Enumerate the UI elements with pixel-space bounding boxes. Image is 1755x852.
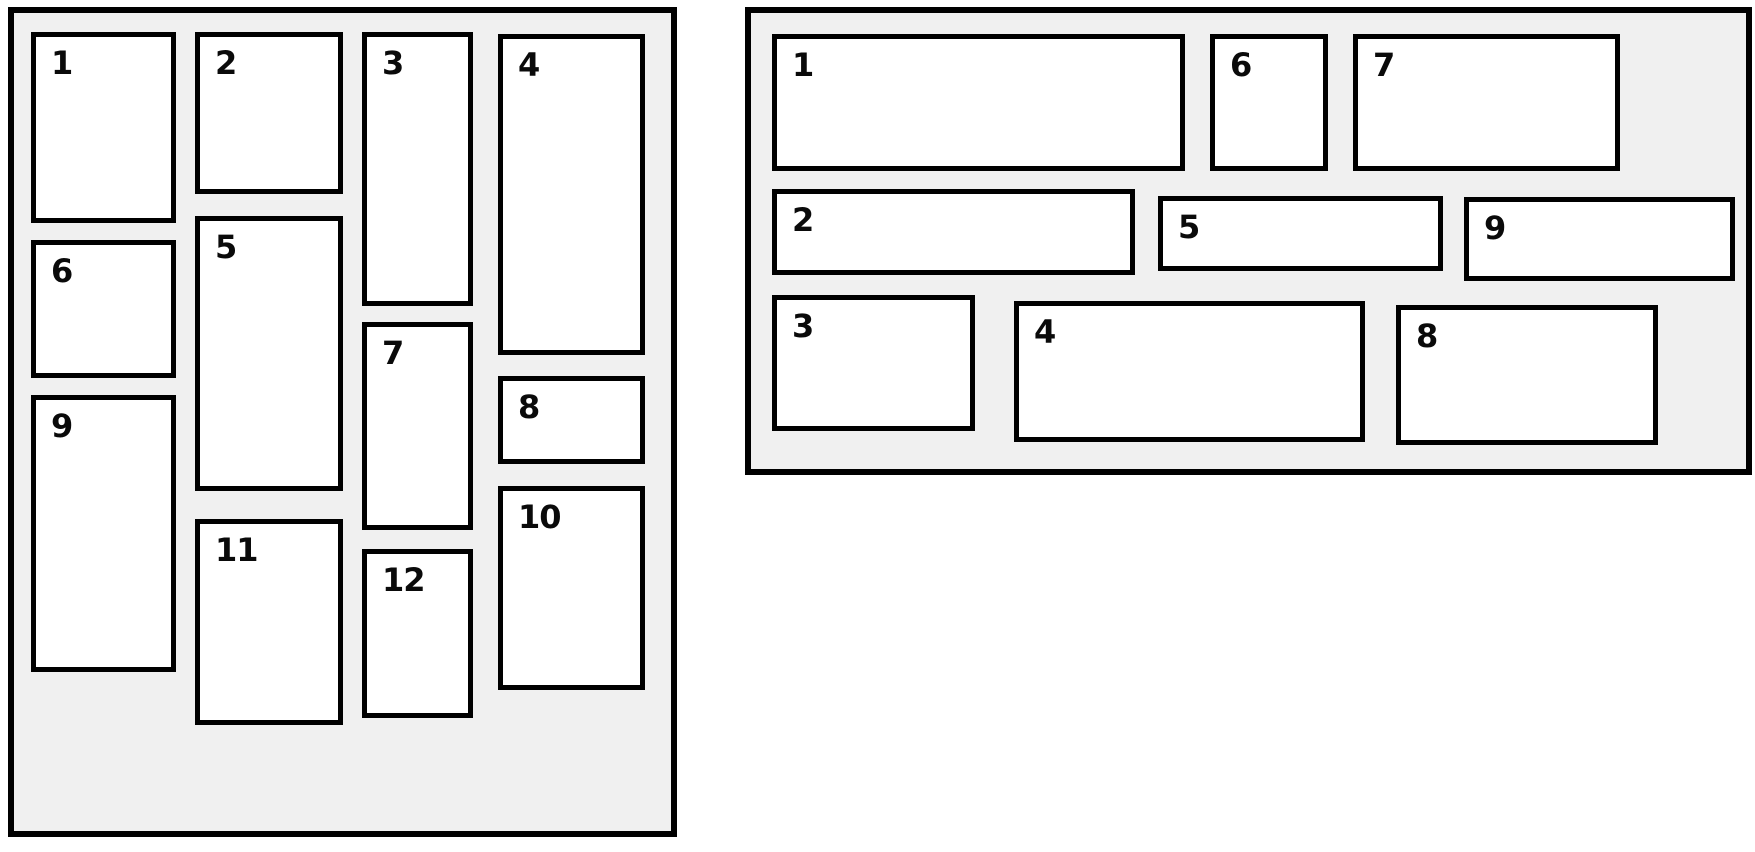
masonry-box-7: 7	[362, 322, 473, 530]
box-label: 12	[382, 561, 426, 599]
rows-box-4: 4	[1014, 301, 1365, 442]
masonry-box-12: 12	[362, 549, 473, 718]
box-label: 10	[518, 498, 562, 536]
box-label: 2	[792, 201, 814, 239]
box-label: 9	[1484, 209, 1506, 247]
box-label: 6	[51, 252, 73, 290]
box-label: 9	[51, 407, 73, 445]
box-label: 3	[792, 307, 814, 345]
box-label: 5	[215, 228, 237, 266]
masonry-box-1: 1	[31, 32, 176, 223]
box-label: 1	[51, 44, 73, 82]
rows-box-5: 5	[1158, 196, 1443, 271]
rows-box-8: 8	[1396, 305, 1658, 445]
masonry-box-3: 3	[362, 32, 473, 306]
box-label: 8	[518, 388, 540, 426]
box-label: 6	[1230, 46, 1252, 84]
box-label: 5	[1178, 208, 1200, 246]
rows-box-3: 3	[772, 295, 975, 431]
masonry-box-4: 4	[498, 34, 645, 355]
masonry-box-8: 8	[498, 376, 645, 464]
box-label: 8	[1416, 317, 1438, 355]
masonry-box-2: 2	[195, 32, 343, 194]
masonry-box-10: 10	[498, 486, 645, 690]
masonry-box-5: 5	[195, 216, 343, 491]
box-label: 4	[1034, 313, 1056, 351]
box-label: 4	[518, 46, 540, 84]
masonry-box-6: 6	[31, 240, 176, 378]
rows-box-2: 2	[772, 189, 1135, 275]
box-label: 3	[382, 44, 404, 82]
masonry-box-9: 9	[31, 395, 176, 672]
rows-box-1: 1	[772, 34, 1185, 171]
box-label: 1	[792, 46, 814, 84]
box-label: 11	[215, 531, 259, 569]
rows-box-9: 9	[1464, 197, 1735, 281]
box-label: 2	[215, 44, 237, 82]
box-label: 7	[1373, 46, 1395, 84]
row-order-container: 1 2 3 4 5 6 7 8 9	[745, 7, 1752, 475]
box-label: 7	[382, 334, 404, 372]
rows-box-6: 6	[1210, 34, 1328, 171]
rows-box-7: 7	[1353, 34, 1620, 171]
masonry-box-11: 11	[195, 519, 343, 725]
